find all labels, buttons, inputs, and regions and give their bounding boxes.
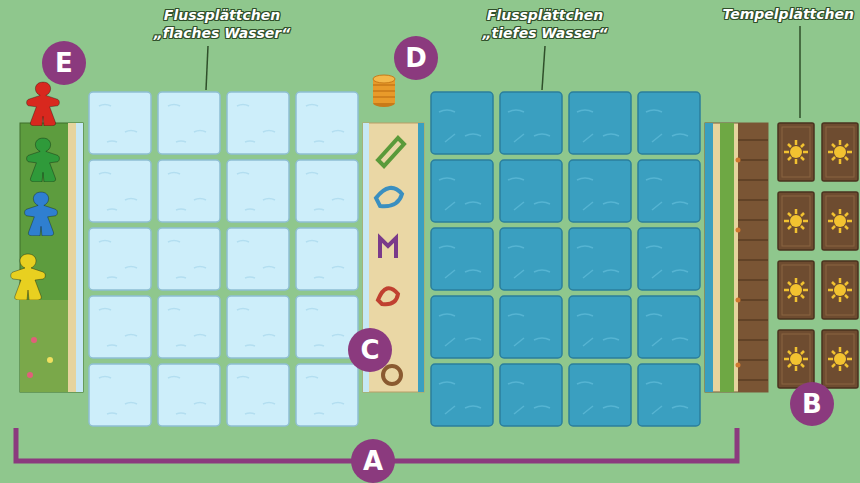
callout-letter: E <box>42 41 86 85</box>
part-label: Tempelplättchen <box>722 5 854 23</box>
part-label: Flussplättchen „tiefes Wasser“ <box>470 6 620 42</box>
callout-letter: D <box>394 36 438 80</box>
callout-letter: C <box>348 328 392 372</box>
part-label: Flussplättchen „flaches Wasser“ <box>147 6 297 42</box>
callout-letter: A <box>351 439 395 483</box>
callout-letter: B <box>790 382 834 426</box>
